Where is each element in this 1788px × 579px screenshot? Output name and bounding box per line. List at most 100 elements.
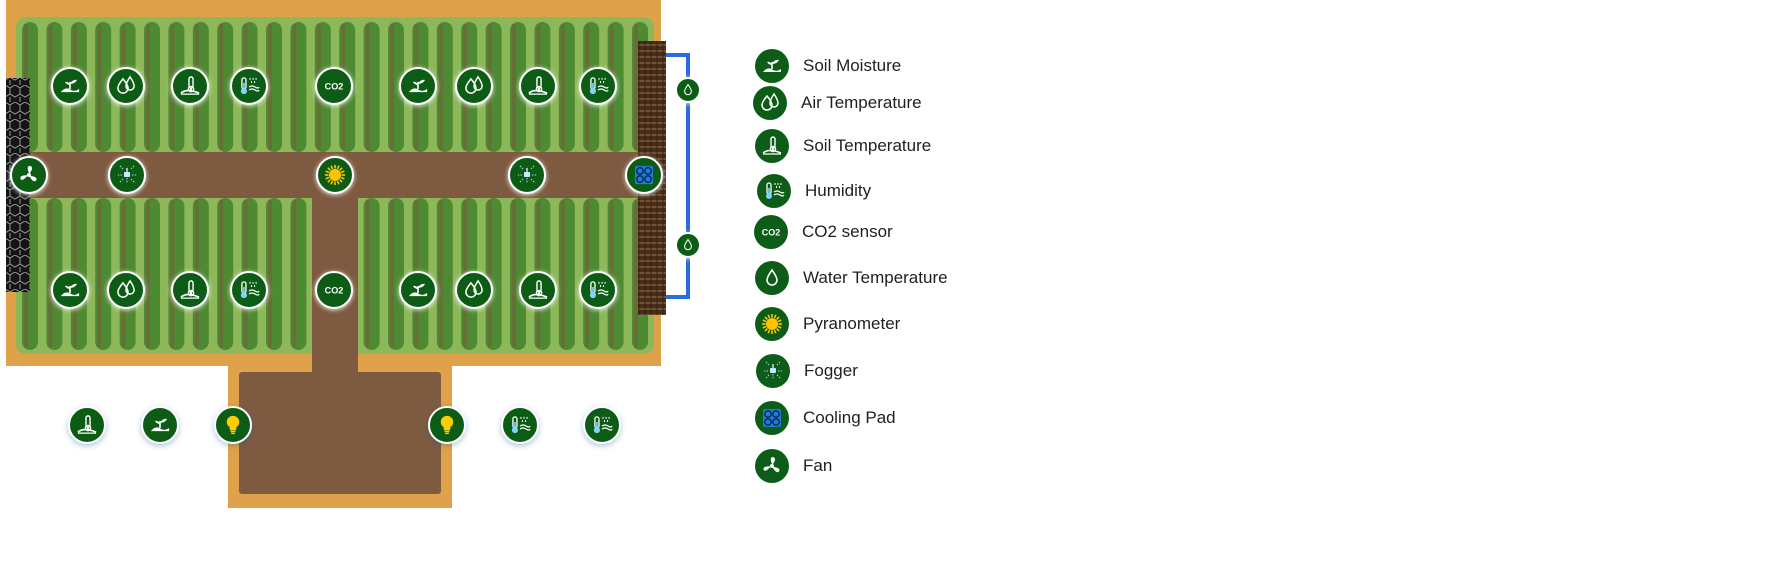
crop-row-soil-edge: [146, 24, 150, 150]
soil-moisture-marker: [141, 406, 179, 444]
pyranometer-icon: [755, 307, 789, 341]
fogger-marker: [508, 156, 546, 194]
legend-label: Fan: [803, 456, 833, 475]
crop-row-soil-edge: [292, 200, 297, 348]
svg-text:CO2: CO2: [762, 228, 781, 238]
legend-label: Pyranometer: [803, 314, 901, 333]
crop-row-soil-edge: [634, 24, 638, 150]
crop-row-soil-edge: [170, 200, 175, 348]
legend-item-fan: Fan: [755, 446, 832, 486]
humidity-icon: [511, 416, 531, 434]
crop-row-soil-edge: [97, 24, 102, 150]
legend-item-soil-temperature: Soil Temperature: [755, 126, 931, 166]
legend-label: CO2 sensor: [802, 222, 893, 241]
legend-label: Soil Moisture: [803, 56, 902, 75]
crop-row-soil-edge: [268, 200, 272, 348]
legend-label: Humidity: [805, 181, 872, 200]
legend-item-humidity: Humidity: [757, 171, 871, 211]
humidity-marker: [230, 271, 268, 309]
air-temperature-icon: [465, 279, 483, 298]
crop-row-soil-edge: [219, 200, 224, 348]
soil-temperature-marker: [519, 67, 557, 105]
svg-text:CO2: CO2: [325, 82, 344, 92]
soil-temperature-icon: [528, 280, 548, 299]
crop-row-soil-edge: [268, 24, 272, 150]
fogger-icon: [756, 354, 790, 388]
soil-moisture-marker: [51, 67, 89, 105]
soil-moisture-icon: [755, 49, 789, 83]
air-temperature-marker: [107, 271, 145, 309]
soil-moisture-icon: [408, 79, 428, 93]
co2-icon: CO2: [325, 286, 344, 296]
fan-icon: [20, 165, 37, 182]
air-temperature-icon: [465, 75, 483, 94]
humidity-marker: [579, 67, 617, 105]
legend-item-pyranometer: Pyranometer: [755, 304, 900, 344]
soil-temperature-marker: [68, 406, 106, 444]
soil-temperature-icon: [180, 76, 200, 95]
legend-label: Air Temperature: [801, 93, 922, 112]
soil-moisture-icon: [60, 79, 80, 93]
water-temperature-icon: [755, 261, 789, 295]
fogger-icon: [117, 165, 137, 184]
humidity-marker: [579, 271, 617, 309]
crop-row-soil-edge: [365, 24, 370, 150]
legend-item-air-temperature: Air Temperature: [753, 83, 922, 123]
soil-moisture-icon: [60, 283, 80, 297]
air-temperature-marker: [455, 271, 493, 309]
crop-row-soil-edge: [292, 24, 297, 150]
fan-icon: [755, 449, 789, 483]
legend-item-soil-moisture: Soil Moisture: [755, 46, 901, 86]
soil-moisture-marker: [399, 271, 437, 309]
svg-text:CO2: CO2: [325, 286, 344, 296]
fogger-icon: [517, 165, 537, 184]
crop-row-soil-edge: [560, 24, 565, 150]
crop-row-soil-edge: [560, 200, 565, 348]
air-temperature-icon: [117, 75, 135, 94]
air-temperature-marker: [455, 67, 493, 105]
sensor-markers: CO2: [10, 67, 701, 444]
soil-temperature-marker: [519, 271, 557, 309]
water-temperature-icon: [684, 238, 692, 251]
humidity-icon: [589, 77, 609, 95]
humidity-marker: [583, 406, 621, 444]
air-temperature-icon: [753, 86, 787, 120]
soil-moisture-marker: [399, 67, 437, 105]
light-bulb-marker: [214, 406, 252, 444]
nursery-soil: [239, 372, 441, 494]
co2-marker: CO2: [315, 67, 353, 105]
crop-row-soil-edge: [487, 200, 492, 348]
crop-row-soil-edge: [438, 200, 443, 348]
humidity-marker: [230, 67, 268, 105]
legend-item-fogger: Fogger: [756, 351, 858, 391]
crop-row-soil-edge: [146, 200, 150, 348]
crop-row-soil-edge: [585, 200, 590, 348]
humidity-icon: [757, 174, 791, 208]
humidity-icon: [589, 281, 609, 299]
legend-label: Cooling Pad: [803, 408, 896, 427]
crop-row-soil-edge: [48, 200, 53, 348]
air-temperature-icon: [117, 279, 135, 298]
legend-item-water-temperature: Water Temperature: [755, 258, 948, 298]
soil-temperature-marker: [171, 67, 209, 105]
fogger-marker: [108, 156, 146, 194]
co2-sensor-icon: CO2: [754, 215, 788, 249]
pyranometer-marker: [316, 156, 354, 194]
crop-row-soil-edge: [390, 24, 394, 150]
crop-row-soil-edge: [512, 200, 516, 348]
soil-temperature-icon: [528, 76, 548, 95]
humidity-marker: [501, 406, 539, 444]
crop-row-soil-edge: [634, 200, 638, 348]
crop-row-soil-edge: [609, 200, 614, 348]
water-temperature-icon: [684, 83, 692, 96]
soil-moisture-marker: [51, 271, 89, 309]
crop-row-soil-edge: [390, 200, 394, 348]
water-temperature-marker: [675, 232, 701, 258]
legend-label: Fogger: [804, 361, 858, 380]
soil-temperature-icon: [755, 129, 789, 163]
crop-row-soil-edge: [97, 200, 102, 348]
crop-row-soil-edge: [48, 24, 53, 150]
legend-item-cooling-pad: Cooling Pad: [755, 398, 896, 438]
soil-temperature-icon: [77, 415, 97, 434]
cooling-pad-icon: [634, 165, 654, 185]
